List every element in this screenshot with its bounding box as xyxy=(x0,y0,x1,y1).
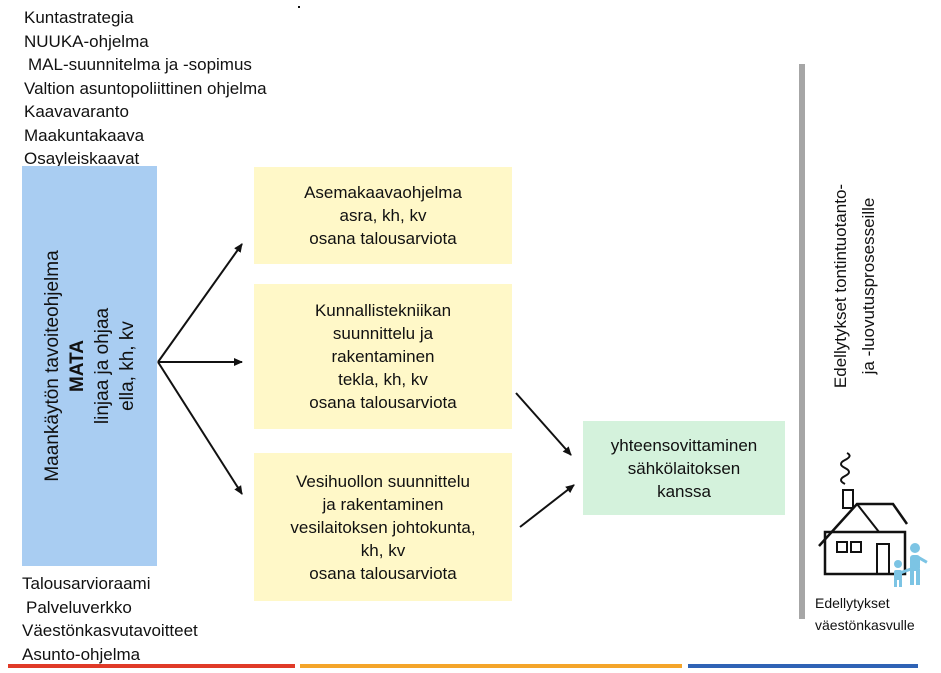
top-list-item: Kuntastrategia xyxy=(24,8,134,27)
top-list-item: Valtion asuntopoliittinen ohjelma xyxy=(24,78,267,98)
top-list: Kuntastrategia NUUKA-ohjelma MAL-suunnit… xyxy=(24,6,267,171)
box-line: yhteensovittaminen xyxy=(610,435,758,455)
divider-line xyxy=(799,64,805,619)
box-line: asra, kh, kv xyxy=(339,206,427,225)
box-line: osana talousarviota xyxy=(309,563,457,583)
arrow-kunnallistekniikka-to-green xyxy=(515,392,572,456)
arrow-to-vesihuolto xyxy=(157,361,243,495)
top-list-item: Osayleiskaavat xyxy=(24,149,140,168)
box-line: kanssa xyxy=(657,481,711,501)
box-line: osana talousarviota xyxy=(309,229,457,248)
bottom-list-item: Palveluverkko xyxy=(26,597,132,617)
box-line: kh, kv xyxy=(360,540,406,560)
box-line: ja rakentaminen xyxy=(322,494,444,514)
footer-bar-red xyxy=(8,664,295,668)
caption-line: Edellytykset xyxy=(815,595,890,611)
footer-bar-orange xyxy=(300,664,682,668)
box-line: Asemakaavaohjelma xyxy=(304,183,462,202)
kunnallistekniikka-box: Kunnallistekniikan suunnittelu ja rakent… xyxy=(254,284,512,429)
arrow-vesihuolto-to-green xyxy=(519,484,575,528)
vesihuolto-box: Vesihuollon suunnittelu ja rakentaminen … xyxy=(254,453,512,601)
bottom-list-item: Väestönkasvutavoitteet xyxy=(22,621,198,640)
box-line: sähkölaitoksen xyxy=(627,458,741,478)
top-list-item: NUUKA-ohjelma xyxy=(24,31,149,51)
mata-box: Maankäytön tavoiteohjelma MATA linjaa ja… xyxy=(22,166,157,566)
box-line: Vesihuollon suunnittelu xyxy=(296,471,470,491)
prerequisites-text: Edellytykset tontintuotanto- ja -luovutu… xyxy=(827,136,883,436)
prerequisites-line: ja -luovutusprosesseille xyxy=(859,197,878,375)
prerequisites-line: Edellytykset tontintuotanto- xyxy=(831,183,850,389)
box-line: Kunnallistekniikan xyxy=(314,301,452,320)
box-line: suunnittelu ja xyxy=(332,324,434,343)
arrow-to-asemakaava xyxy=(157,243,243,363)
box-line: vesilaitoksen johtokunta, xyxy=(290,517,476,537)
top-list-item: Kaavavaranto xyxy=(24,102,129,121)
coordination-box: yhteensovittaminen sähkölaitoksen kanssa xyxy=(583,421,785,515)
house-family-icon xyxy=(815,452,937,595)
top-list-item: Maakuntakaava xyxy=(24,125,145,145)
box-line: rakentaminen xyxy=(331,347,435,366)
bottom-list-item: Asunto-ohjelma xyxy=(22,644,141,664)
footer-bar-blue xyxy=(688,664,918,668)
house-caption: Edellytykset väestönkasvulle xyxy=(815,592,915,636)
caption-line: väestönkasvulle xyxy=(815,617,915,633)
asemakaava-box: Asemakaavaohjelma asra, kh, kv osana tal… xyxy=(254,167,512,264)
bottom-list-item: Talousarvioraami xyxy=(22,574,151,593)
box-line: tekla, kh, kv xyxy=(338,370,428,389)
stray-dot xyxy=(298,6,300,8)
box-line: osana talousarviota xyxy=(309,393,457,412)
top-list-item: MAL-suunnitelma ja -sopimus xyxy=(28,55,252,74)
bottom-list: Talousarvioraami Palveluverkko Väestönka… xyxy=(22,572,198,666)
